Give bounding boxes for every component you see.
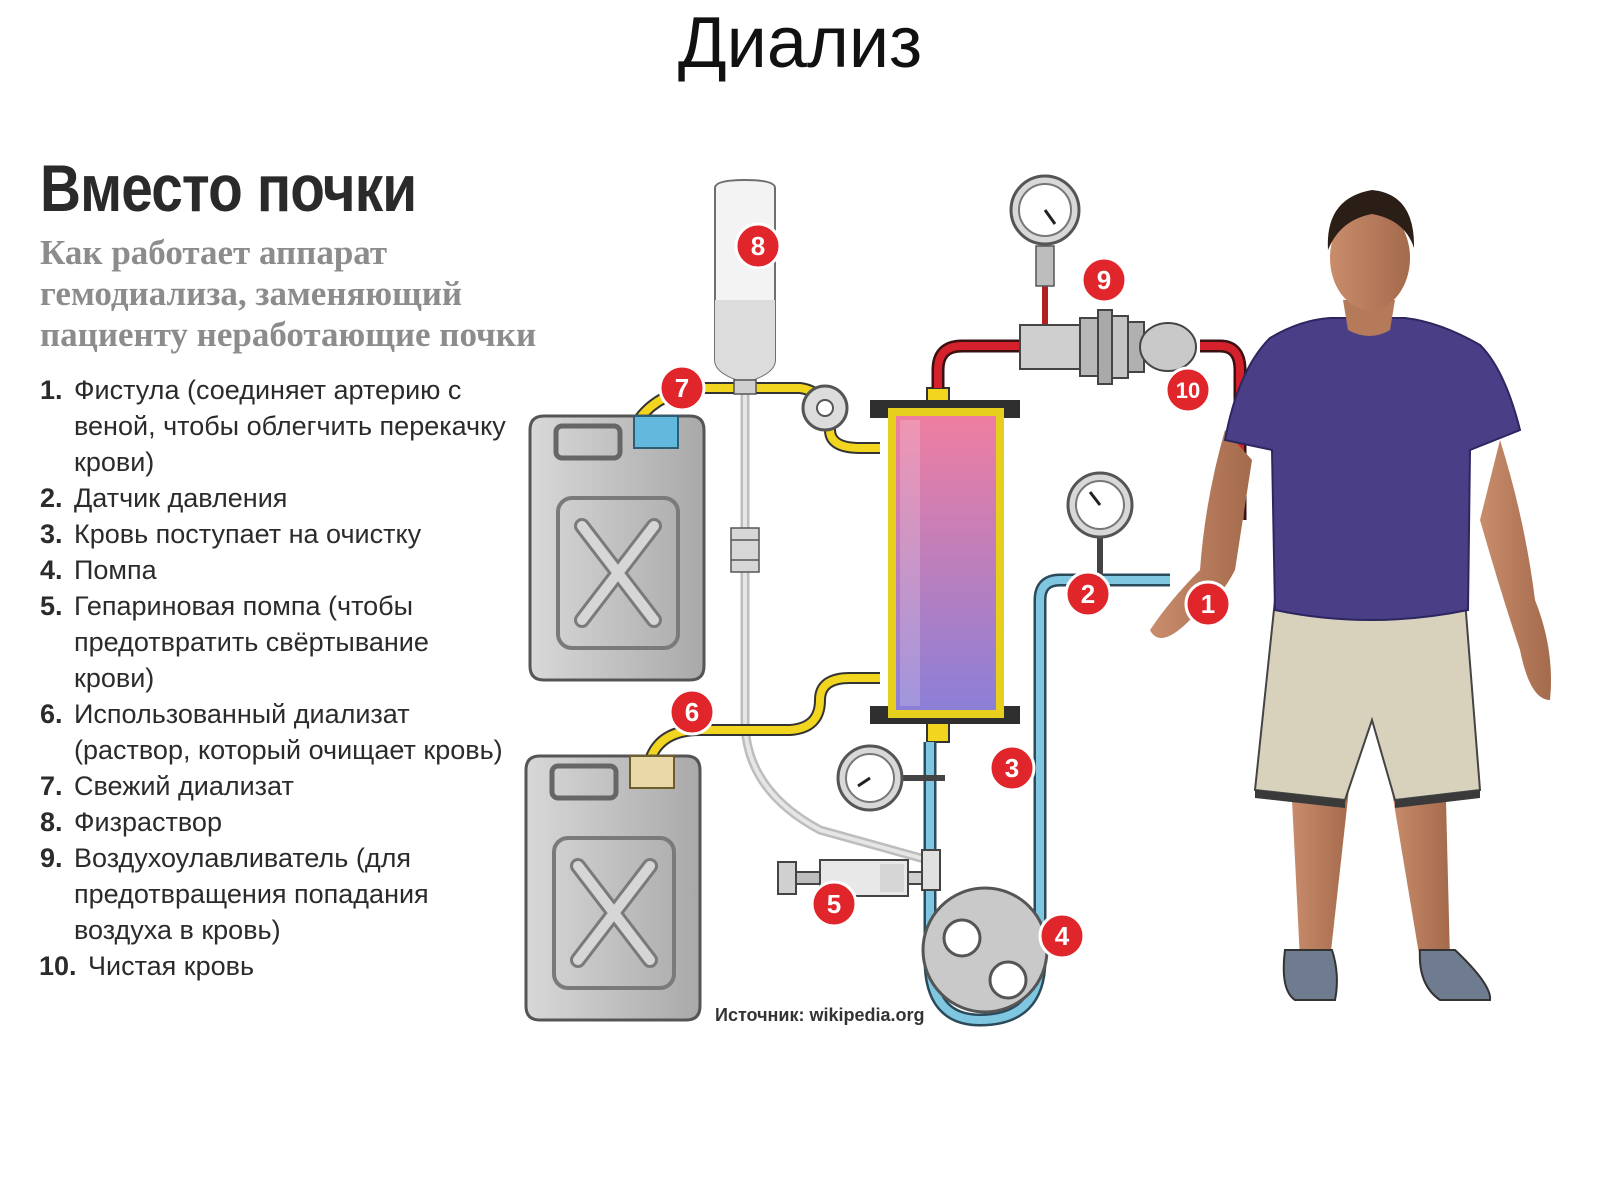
pressure-gauge-icon: [1009, 174, 1081, 325]
subheading-line: пациенту неработающие почки: [40, 315, 537, 354]
svg-text:2: 2: [1081, 579, 1095, 609]
infographic-heading: Вместо почки: [40, 151, 417, 225]
pressure-gauge-icon: [801, 384, 849, 432]
legend-number: 1.: [40, 375, 63, 405]
legend-text: Использованный диализат (раствор, которы…: [74, 699, 503, 765]
subheading-line: гемодиализа, заменяющий: [40, 274, 463, 313]
svg-text:8: 8: [751, 231, 765, 261]
legend-item: 7. Свежий диализат: [40, 768, 510, 804]
badge-8: 8: [734, 222, 782, 270]
legend-number: 4.: [40, 555, 63, 585]
legend-item: 3. Кровь поступает на очистку: [40, 516, 510, 552]
legend-text: Кровь поступает на очистку: [74, 519, 422, 549]
legend-number: 2.: [40, 483, 63, 513]
patient-figure: [1150, 190, 1551, 1001]
legend-item: 4. Помпа: [40, 552, 510, 588]
badge-3: 3: [988, 744, 1036, 792]
svg-text:4: 4: [1055, 921, 1070, 951]
legend-text: Помпа: [74, 555, 157, 585]
badge-5: 5: [810, 880, 858, 928]
legend-number: 10.: [39, 951, 77, 981]
legend-number: 3.: [40, 519, 63, 549]
legend-item: 9. Воздухоулавливатель (для предотвращени…: [40, 840, 510, 948]
legend-number: 5.: [40, 591, 63, 621]
legend-item: 6. Использованный диализат (раствор, кото…: [40, 696, 510, 768]
legend-number: 9.: [40, 843, 63, 873]
badge-7: 7: [658, 364, 706, 412]
source-credit: Источник: wikipedia.org: [715, 1005, 925, 1025]
legend-number: 8.: [40, 807, 63, 837]
svg-text:7: 7: [675, 373, 689, 403]
badge-2: 2: [1064, 570, 1112, 618]
legend-item: 10. Чистая кровь: [39, 948, 510, 984]
legend-item: 8. Физраствор: [40, 804, 510, 840]
air-trap-icon: [1019, 309, 1197, 385]
legend-text: Воздухоулавливатель (для предотвращения …: [74, 843, 429, 945]
legend-number: 6.: [40, 699, 63, 729]
slide-title: Диализ: [677, 3, 923, 83]
legend-text: Чистая кровь: [88, 951, 255, 981]
svg-text:3: 3: [1005, 753, 1019, 783]
badge-4: 4: [1038, 912, 1086, 960]
legend-text: Фистула (соединяет артерию с веной, чтоб…: [74, 375, 506, 477]
badge-10: 10: [1164, 366, 1212, 414]
legend-text: Гепариновая помпа (чтобы предотвратить с…: [74, 591, 429, 693]
pressure-gauge-icon: [836, 744, 945, 812]
svg-text:10: 10: [1176, 378, 1200, 403]
legend-item: 2. Датчик давления: [40, 480, 510, 516]
legend-list: 1. Фистула (соединяет артерию с веной, чт…: [39, 372, 510, 984]
legend-number: 7.: [40, 771, 63, 801]
canister-icon: [524, 754, 702, 1022]
pressure-gauge-icon: [1066, 471, 1134, 580]
legend-text: Свежий диализат: [74, 771, 294, 801]
syringe-icon: [777, 849, 941, 897]
legend-text: Датчик давления: [74, 483, 288, 513]
canister-icon: [528, 414, 706, 682]
infographic-subheading: Как работает аппарат гемодиализа, заменя…: [40, 232, 536, 355]
svg-text:5: 5: [827, 889, 841, 919]
legend-item: 1. Фистула (соединяет артерию с веной, чт…: [40, 372, 510, 480]
badge-1: 1: [1184, 580, 1232, 628]
svg-text:6: 6: [685, 697, 699, 727]
pump-icon: [921, 886, 1049, 1014]
legend-item: 5. Гепариновая помпа (чтобы предотвратить…: [40, 588, 510, 696]
svg-text:9: 9: [1097, 265, 1111, 295]
dialyzer-icon: [870, 400, 1020, 724]
badge-9: 9: [1080, 256, 1128, 304]
subheading-line: Как работает аппарат: [40, 233, 388, 272]
badge-6: 6: [668, 688, 716, 736]
svg-text:1: 1: [1201, 589, 1215, 619]
legend-text: Физраствор: [74, 807, 222, 837]
